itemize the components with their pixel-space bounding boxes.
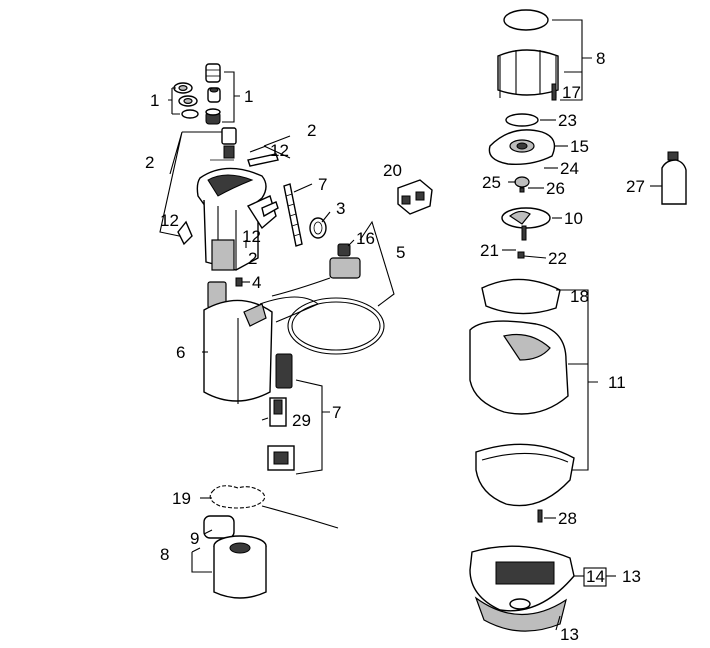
part-seals-group [168,63,240,125]
part-cable [271,243,385,355]
box-14 [583,567,607,587]
callout-29: 29 [292,411,311,430]
callout-1b: 1 [244,87,253,106]
callout-13a: 13 [622,567,641,586]
callout-3: 3 [336,199,345,218]
callout-12b: 12 [160,211,179,230]
leader-8b [191,547,212,573]
callout-21: 21 [480,241,499,260]
part-filter-basket [469,278,575,523]
callout-11: 11 [608,373,626,392]
callout-2c: 2 [248,249,257,268]
callout-18: 18 [570,287,589,306]
callout-2b: 2 [145,153,154,172]
part-chain [283,183,303,247]
callout-27: 27 [626,177,645,196]
callout-12a: 12 [270,141,289,160]
leader-11 [556,289,598,471]
leader-2a [159,131,222,238]
callout-26: 26 [546,179,565,198]
part-pin [235,277,243,287]
callout-17: 17 [562,83,581,102]
callout-5: 5 [396,243,405,262]
callout-13b: 13 [560,625,579,644]
callout-12c: 12 [242,227,261,246]
callout-6: 6 [176,343,185,362]
callout-2a: 2 [307,121,316,140]
callout-28: 28 [558,509,577,528]
leader-8a [552,19,592,101]
callout-7a: 7 [318,175,327,194]
part-switch-parts [267,353,295,471]
callout-8a: 8 [596,49,605,68]
callout-15: 15 [570,137,589,156]
callout-labels: 1 1 2 12 2 7 20 3 12 12 16 2 5 4 6 29 7 … [145,49,645,644]
part-impeller [501,207,551,259]
callout-19: 19 [172,489,191,508]
callout-9: 9 [190,529,199,548]
part-top-housing [196,167,277,271]
callout-10: 10 [564,209,583,228]
part-bottle [661,151,687,205]
callout-22: 22 [548,249,567,268]
callout-4: 4 [252,273,261,292]
part-strips [177,153,279,246]
callout-20: 20 [383,161,402,180]
callout-16: 16 [356,229,375,248]
callout-23: 23 [558,111,577,130]
part-impeller-cap [514,176,530,188]
part-ring [309,217,327,239]
part-filter-top [497,9,559,101]
part-valve-top [210,127,237,161]
callout-7b: 7 [332,403,341,422]
part-oring [505,113,539,127]
part-connector [397,179,433,215]
part-motor-body [203,281,320,404]
leader-7b [295,379,330,475]
leader-lines [200,119,662,631]
callout-1a: 1 [150,91,159,110]
callout-8b: 8 [160,545,169,564]
callout-25: 25 [482,173,501,192]
callout-24: 24 [560,159,579,178]
leader-5 [359,220,395,307]
part-base [469,545,575,632]
part-impeller-housing [488,129,556,166]
part-pump-group [203,485,339,599]
callout-14: 14 [586,567,605,586]
